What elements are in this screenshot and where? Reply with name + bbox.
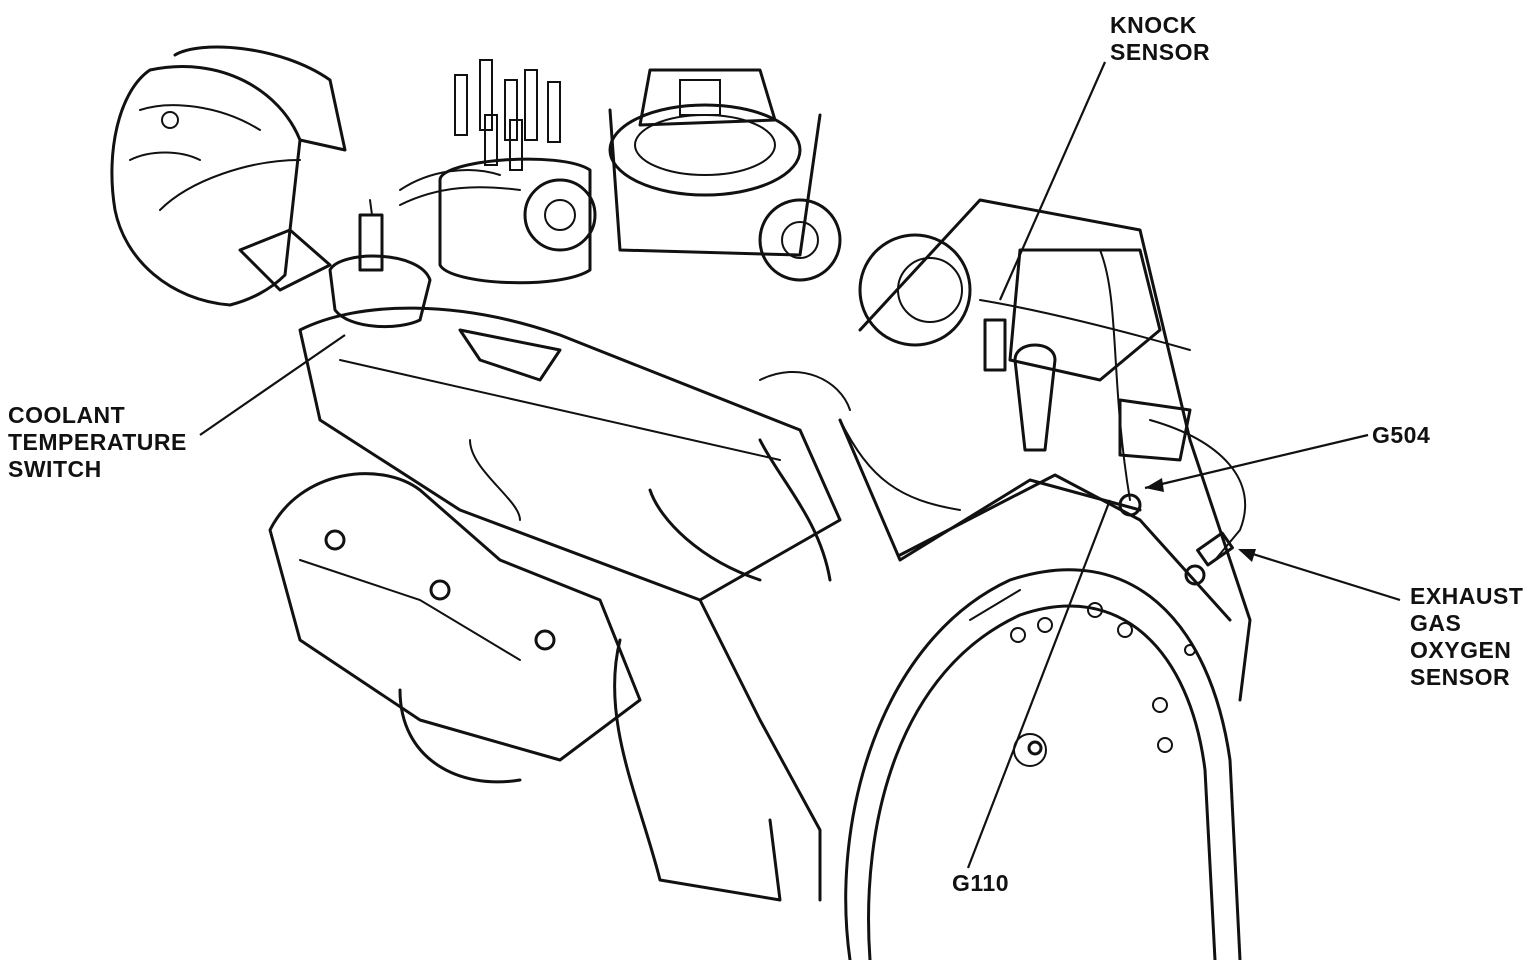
exhaust-gas-oxygen-sensor-label: EXHAUST GAS OXYGEN SENSOR xyxy=(1410,583,1524,690)
oxygen-sensor-leader-line xyxy=(1239,548,1401,602)
g504-leader-line xyxy=(1144,433,1369,490)
coolant-leader-line xyxy=(199,334,346,436)
engine-block-drawing xyxy=(698,198,1252,902)
carburetor-drawing xyxy=(523,68,842,282)
g110-leader-line xyxy=(966,499,1112,869)
alternator-drawing xyxy=(110,45,347,307)
exhaust-manifold-drawing xyxy=(268,472,782,902)
thermostat-housing-drawing xyxy=(328,199,432,329)
coolant-temperature-switch-label: COOLANT TEMPERATURE SWITCH xyxy=(8,402,187,482)
valve-cover-drawing xyxy=(298,306,842,602)
g504-ground-label: G504 xyxy=(1372,422,1431,448)
egr-valve-drawing xyxy=(858,233,1191,501)
distributor-drawing xyxy=(399,59,592,285)
flywheel-drawing xyxy=(844,473,1242,960)
g110-ground-label: G110 xyxy=(952,870,1009,896)
knock-sensor-leader-line xyxy=(998,61,1107,301)
leader-lines xyxy=(199,61,1401,869)
knock-sensor-label: KNOCK SENSOR xyxy=(1110,12,1211,65)
